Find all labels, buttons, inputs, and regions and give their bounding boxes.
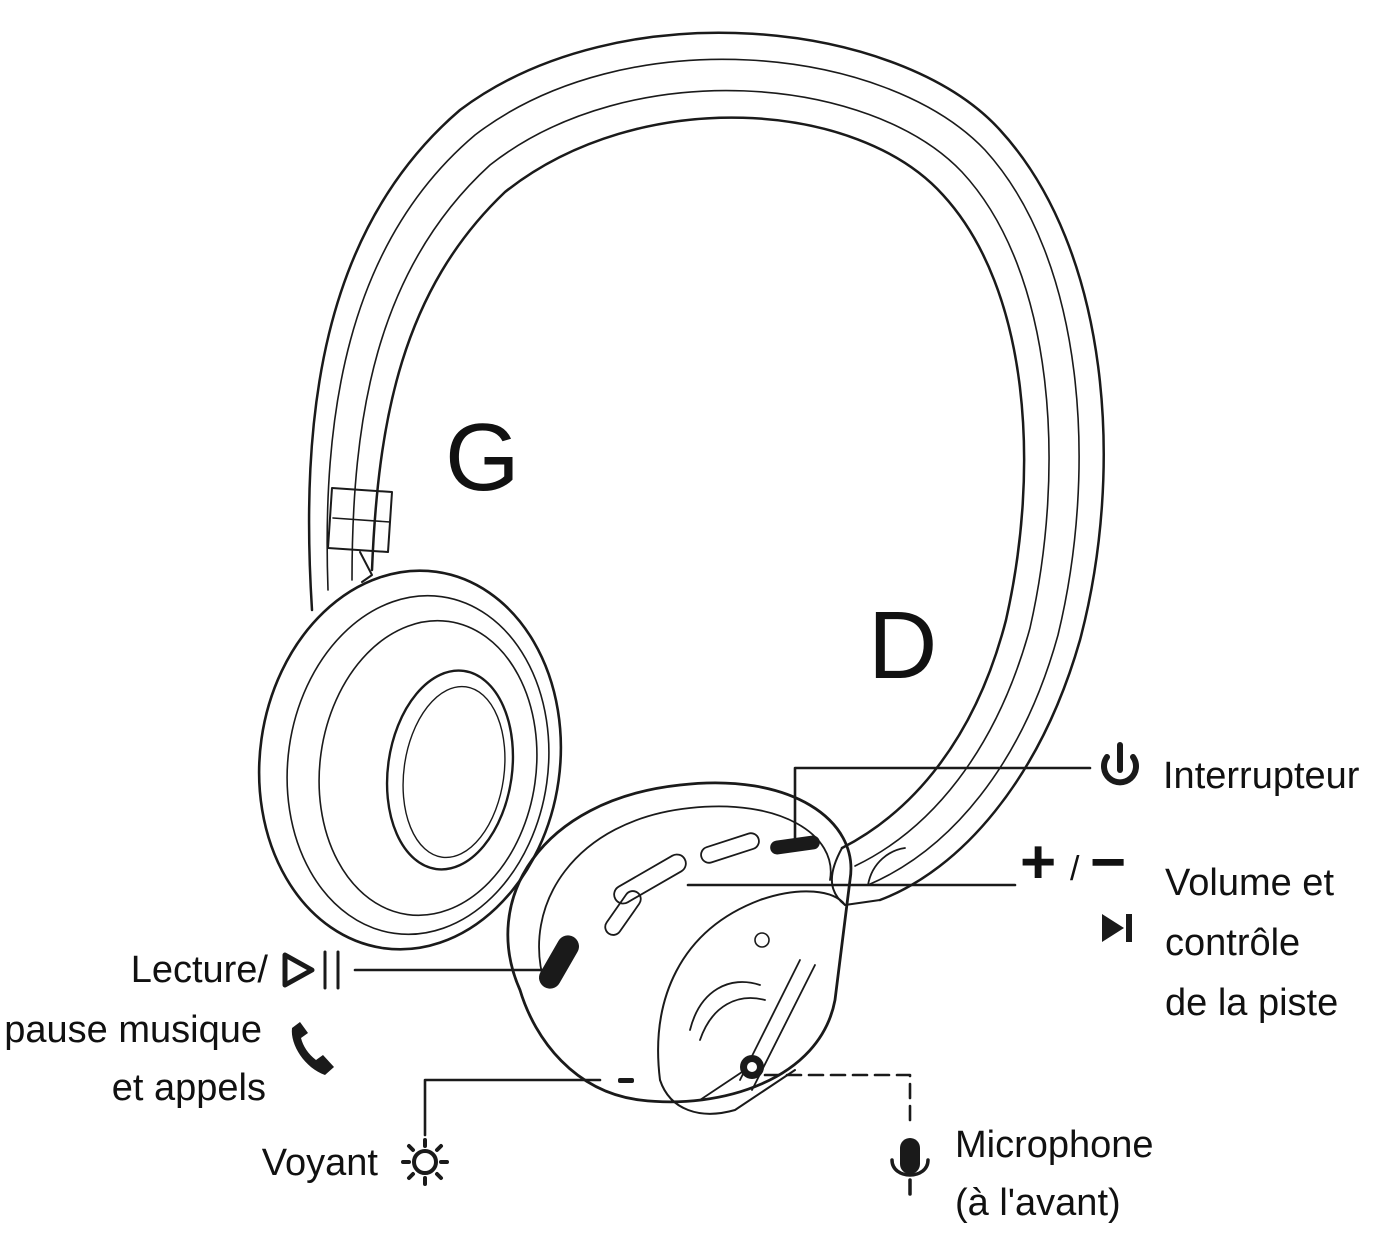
left-earcup	[257, 569, 563, 951]
headband	[307, 31, 1105, 906]
microphone-icon	[890, 1138, 930, 1196]
power-label: Interrupteur	[1163, 755, 1360, 797]
phone-icon	[291, 1022, 334, 1075]
volume-line-2: contrôle	[1165, 922, 1300, 964]
right-earcup	[506, 781, 853, 1115]
callout-mic: Microphone (à l'avant)	[890, 1124, 1154, 1224]
play-pause-icon	[282, 950, 340, 990]
leader-lines	[353, 766, 1092, 1137]
headphones-drawing	[257, 31, 1105, 1115]
volume-separator: /	[1070, 850, 1080, 888]
play-line-2: pause musique	[4, 1009, 262, 1051]
callout-power: Interrupteur	[1101, 742, 1360, 797]
skip-next-icon	[1102, 914, 1132, 942]
right-side-label: D	[868, 592, 937, 699]
left-side-label: G	[445, 404, 520, 511]
volume-line-3: de la piste	[1165, 982, 1338, 1024]
callout-led: Voyant	[262, 1138, 449, 1186]
play-line-3: et appels	[112, 1067, 266, 1109]
light-icon	[401, 1138, 449, 1186]
mic-line-2: (à l'avant)	[955, 1182, 1121, 1224]
play-line-1: Lecture/	[131, 949, 269, 991]
callout-play: Lecture/ pause musique et appels	[4, 949, 340, 1109]
volume-line-1: Volume et	[1165, 862, 1334, 904]
minus-icon: −	[1090, 828, 1126, 897]
mic-line-1: Microphone	[955, 1124, 1154, 1166]
power-icon	[1101, 742, 1139, 786]
led-label: Voyant	[262, 1142, 379, 1184]
plus-icon: +	[1020, 828, 1056, 897]
callout-volume: + / − Volume et contrôle de la piste	[1020, 828, 1338, 1024]
